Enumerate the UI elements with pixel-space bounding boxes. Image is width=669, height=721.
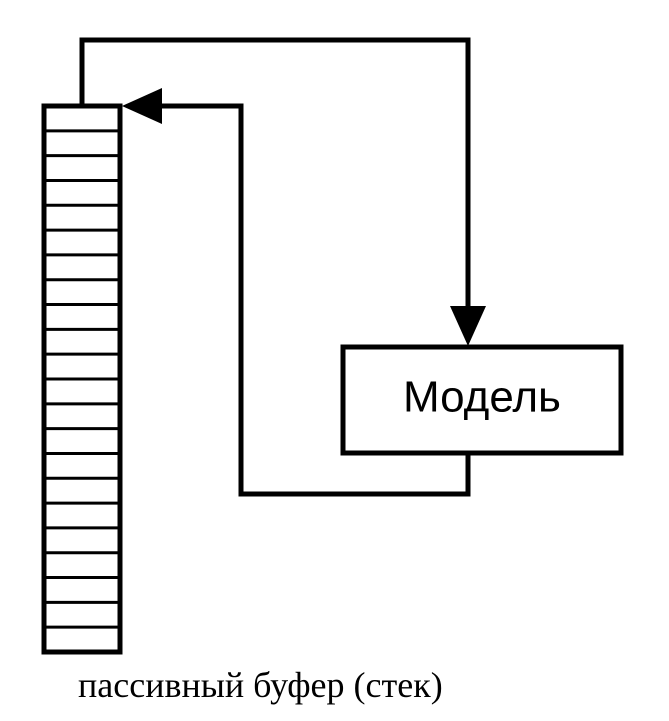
stack-buffer	[41, 103, 123, 655]
arrowhead-left-icon	[122, 88, 162, 124]
model-label: Модель	[403, 373, 561, 422]
stack-cells	[44, 129, 120, 629]
model-box: Модель	[340, 344, 624, 456]
buffer-caption: пассивный буфер (стек)	[78, 665, 443, 705]
model-to-stack-connector	[160, 103, 471, 497]
arrowhead-down-icon	[450, 306, 486, 346]
model-box-outline	[340, 344, 624, 456]
stack-to-model-connector	[79, 37, 471, 312]
